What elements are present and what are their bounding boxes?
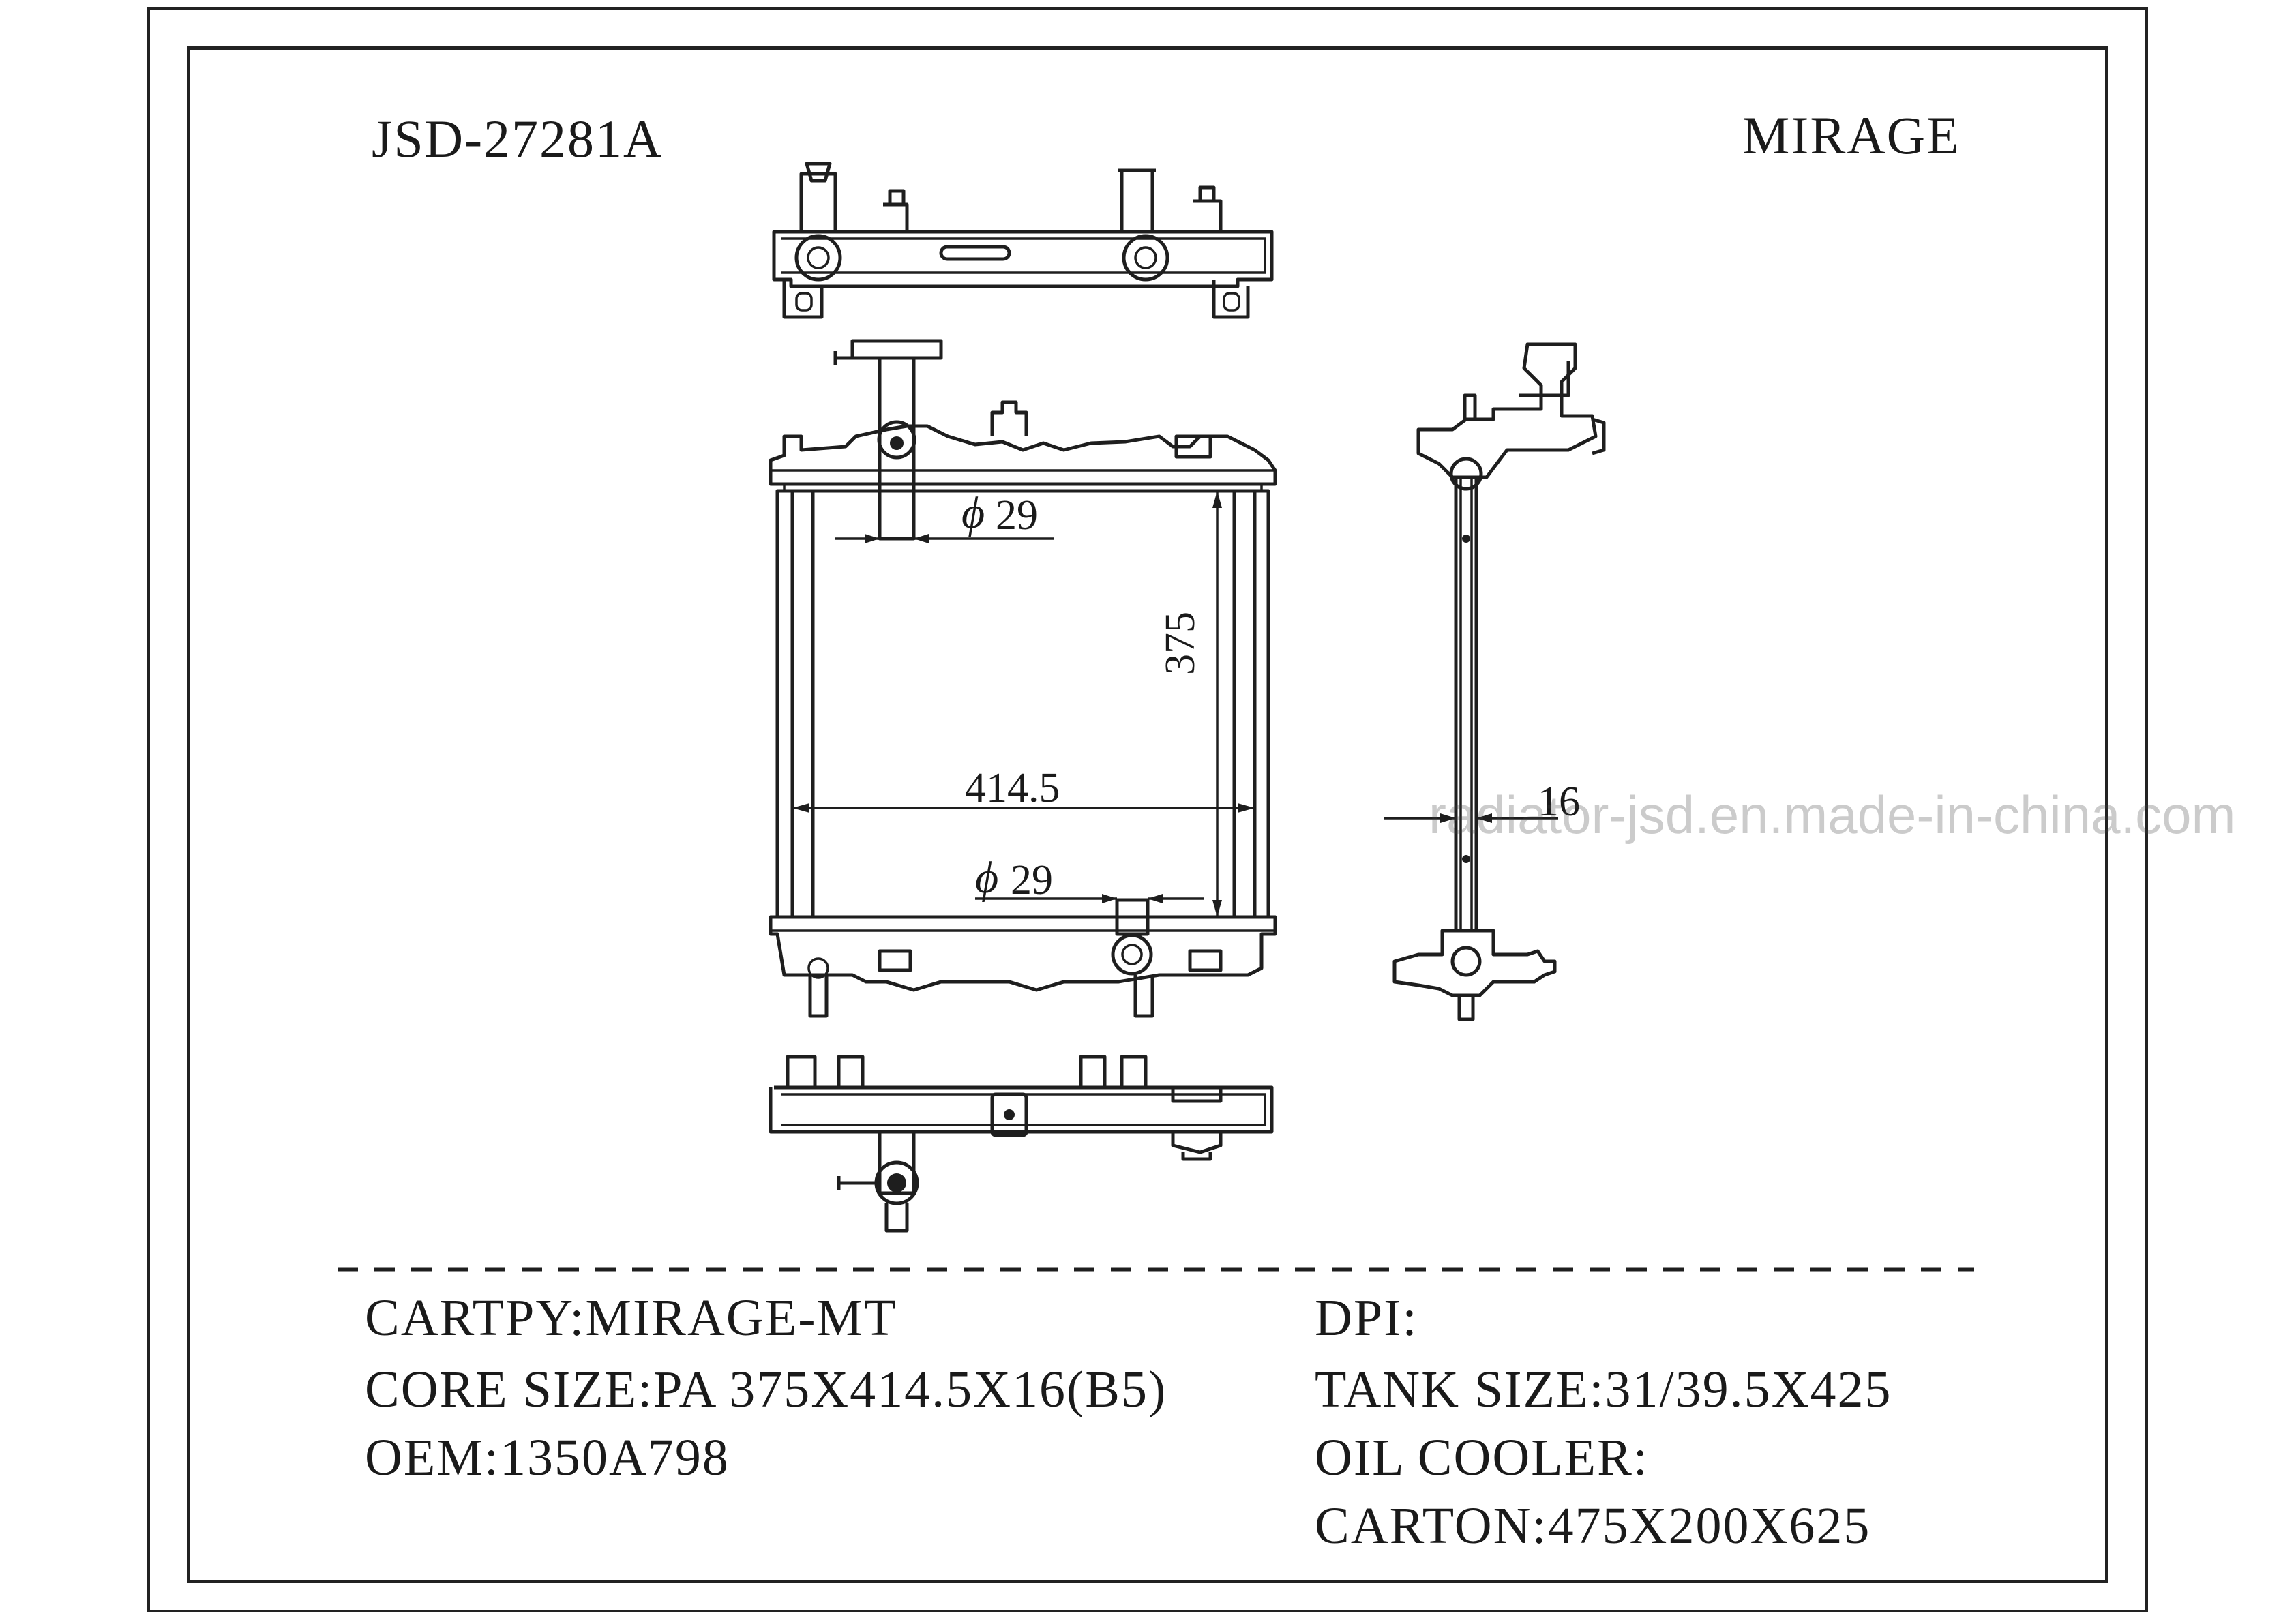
top-mount-left-inner [807, 246, 830, 269]
side-view [1384, 342, 1606, 1021]
top-clip-right [1193, 185, 1223, 232]
top-foot-right [1212, 280, 1250, 319]
dim-core-height: 375 [1157, 612, 1204, 675]
side-inlet-nozzle [1592, 417, 1606, 455]
top-inlet-pipe [1118, 168, 1156, 234]
bottom-drain-nozzle [837, 1176, 876, 1190]
dim-core-thickness: 16 [1538, 779, 1580, 825]
bottom-outlet-pipe [878, 1132, 916, 1195]
top-tank-view [772, 162, 1274, 319]
spec-cartpy: CARTPY:MIRAGE-MT [365, 1289, 897, 1347]
bottom-clip-left [786, 1055, 865, 1087]
outlet-boss [1111, 933, 1153, 976]
lower-tank [769, 915, 1277, 992]
outlet-pipe [1115, 898, 1150, 936]
phi-symbol-top: ϕ [961, 488, 985, 538]
dim-inlet-diameter: 29 [996, 492, 1038, 539]
inlet-boss [877, 420, 916, 460]
top-mount-left [794, 234, 842, 282]
top-filler-neck [799, 162, 837, 234]
spec-core-size: CORE SIZE:PA 375X414.5X16(B5) [365, 1361, 1167, 1418]
top-tank-inner [781, 237, 1266, 274]
dim-outlet-diameter: 29 [1011, 857, 1053, 903]
spec-dpi: DPI: [1315, 1289, 1418, 1347]
spec-oil-cooler: OIL COOLER: [1315, 1429, 1649, 1486]
lower-slot-left [878, 949, 912, 972]
cap-connector [1174, 434, 1212, 459]
spec-carton: CARTON:475X200X625 [1315, 1497, 1871, 1555]
lower-pin-left [808, 975, 829, 1018]
top-tank-slot [939, 245, 1011, 261]
side-lower-tank [1392, 929, 1557, 997]
overflow-nozzle [833, 351, 880, 365]
bottom-hook [1171, 1132, 1223, 1154]
top-mount-right-inner [1134, 246, 1157, 269]
top-tank-body [772, 230, 1274, 288]
side-plate-right [1232, 489, 1257, 919]
dim-core-width: 414.5 [965, 765, 1060, 811]
spec-tank-size: TANK SIZE:31/39.5X425 [1315, 1361, 1892, 1418]
filler-cap [850, 339, 943, 360]
side-plate-left [790, 489, 815, 919]
top-mount-right [1122, 234, 1169, 282]
core-outline [775, 489, 1270, 919]
spec-oem: OEM:1350A798 [365, 1429, 730, 1486]
top-stud [990, 400, 1028, 436]
lower-slot-right [1188, 949, 1223, 972]
upper-tank [769, 424, 1277, 486]
top-foot-left [782, 280, 824, 319]
lower-pin-right [1133, 975, 1154, 1018]
front-view [769, 339, 1277, 1018]
bottom-drain-boss [990, 1092, 1028, 1137]
watermark: radiator-jsd.en.made-in-china.com [1429, 785, 2236, 845]
phi-symbol-bottom: ϕ [975, 853, 999, 903]
bottom-tank-view [769, 1055, 1274, 1233]
top-clip-left [883, 189, 909, 232]
side-lower-pin [1457, 995, 1475, 1021]
bottom-clip-mid [1079, 1055, 1148, 1087]
part-number: JSD-27281A [372, 109, 664, 168]
model-name: MIRAGE [1742, 106, 1960, 165]
bottom-clip-right [1171, 1087, 1223, 1103]
inner-border [187, 46, 2108, 1583]
outer-border [147, 7, 2148, 1612]
